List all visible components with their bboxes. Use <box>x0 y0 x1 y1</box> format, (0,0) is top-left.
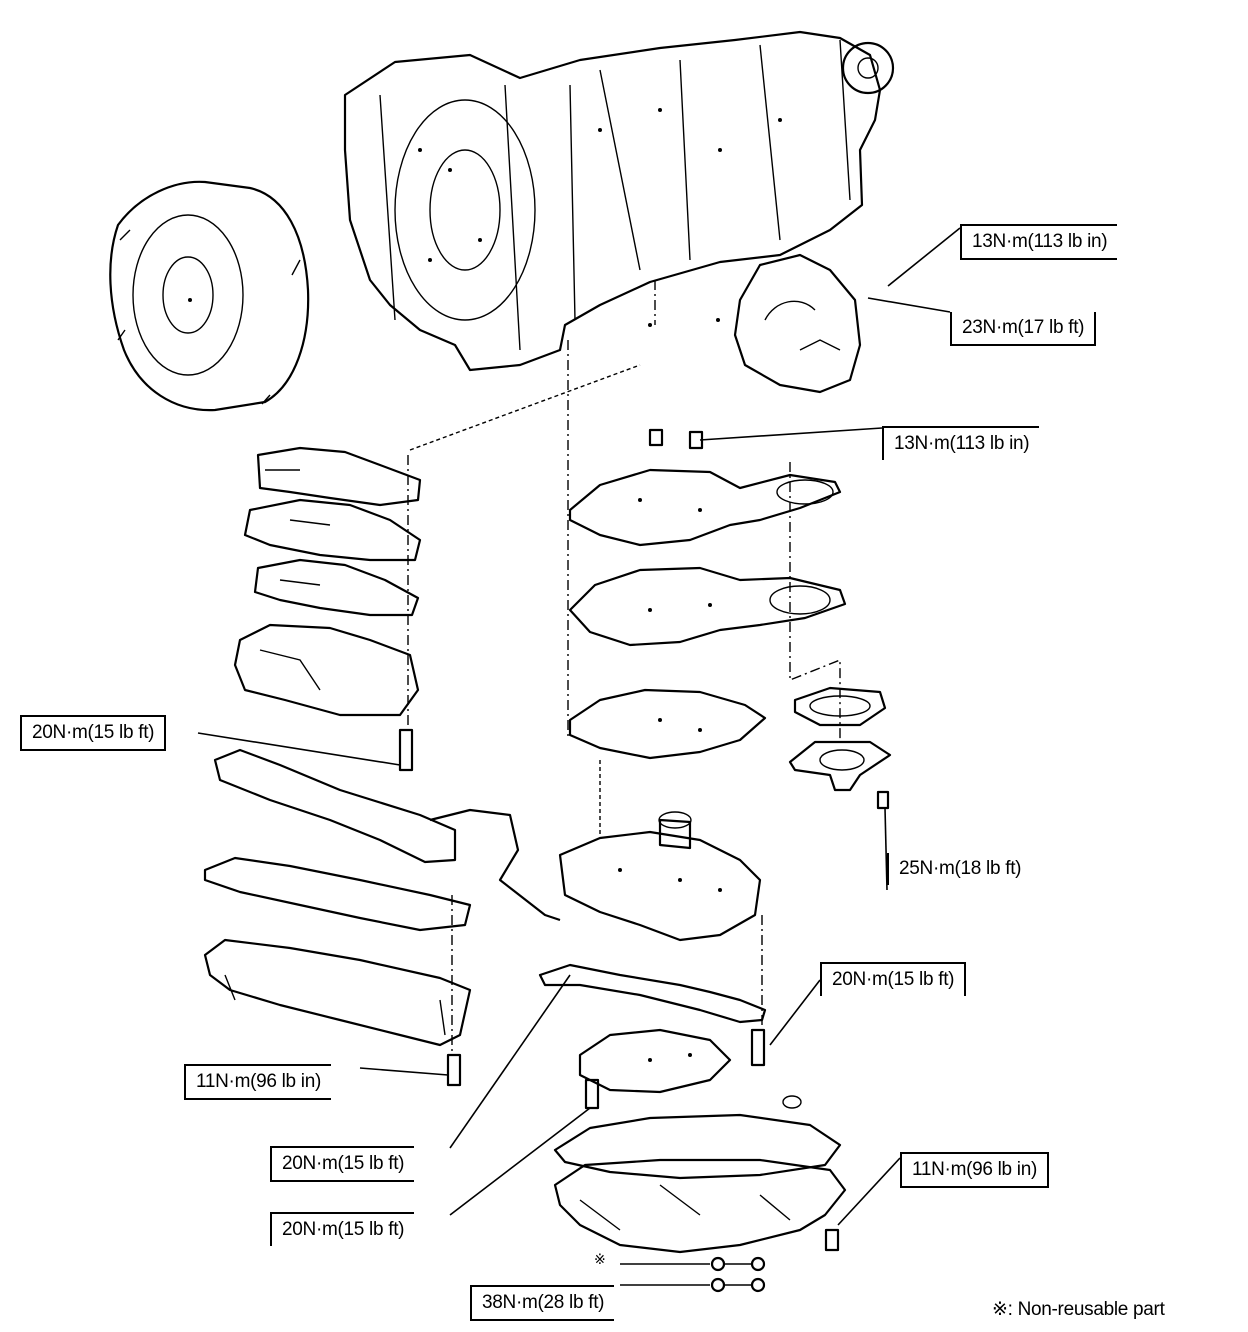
torque-label-13nm-upper: 13N·m(113 lb in) <box>960 224 1118 260</box>
legend-non-reusable: ※: Non-reusable part <box>992 1299 1165 1320</box>
torque-label-20nm-left: 20N·m(15 lb ft) <box>20 715 167 751</box>
torque-label-25nm: 25N·m(18 lb ft) <box>887 853 1031 885</box>
bottom-oil-pan <box>553 1095 847 1293</box>
right-gasket-and-cover <box>788 686 892 810</box>
left-plate-stack <box>233 446 422 717</box>
torque-label-38nm: 38N·m(28 lb ft) <box>470 1285 615 1321</box>
texture-specks <box>188 108 782 1062</box>
transmission-case <box>343 30 895 394</box>
torque-label-20nm-lower-1: 20N·m(15 lb ft) <box>270 1146 415 1182</box>
torque-label-20nm-right: 20N·m(15 lb ft) <box>820 962 967 996</box>
valve-body-plates <box>568 428 847 760</box>
torque-label-13nm-valve: 13N·m(113 lb in) <box>882 426 1040 460</box>
torque-label-11nm-right: 11N·m(96 lb in) <box>900 1152 1050 1188</box>
torque-converter <box>109 180 310 412</box>
torque-label-20nm-lower-2: 20N·m(15 lb ft) <box>270 1212 415 1246</box>
torque-label-11nm-left: 11N·m(96 lb in) <box>184 1064 332 1100</box>
leader-lines <box>197 227 961 1226</box>
torque-label-23nm: 23N·m(17 lb ft) <box>950 312 1097 346</box>
lower-valve-body <box>538 811 767 1110</box>
alignment-lines <box>407 280 841 1055</box>
non-reusable-marker: ※ <box>594 1252 606 1268</box>
left-oil-pan-assembly <box>203 728 561 1087</box>
